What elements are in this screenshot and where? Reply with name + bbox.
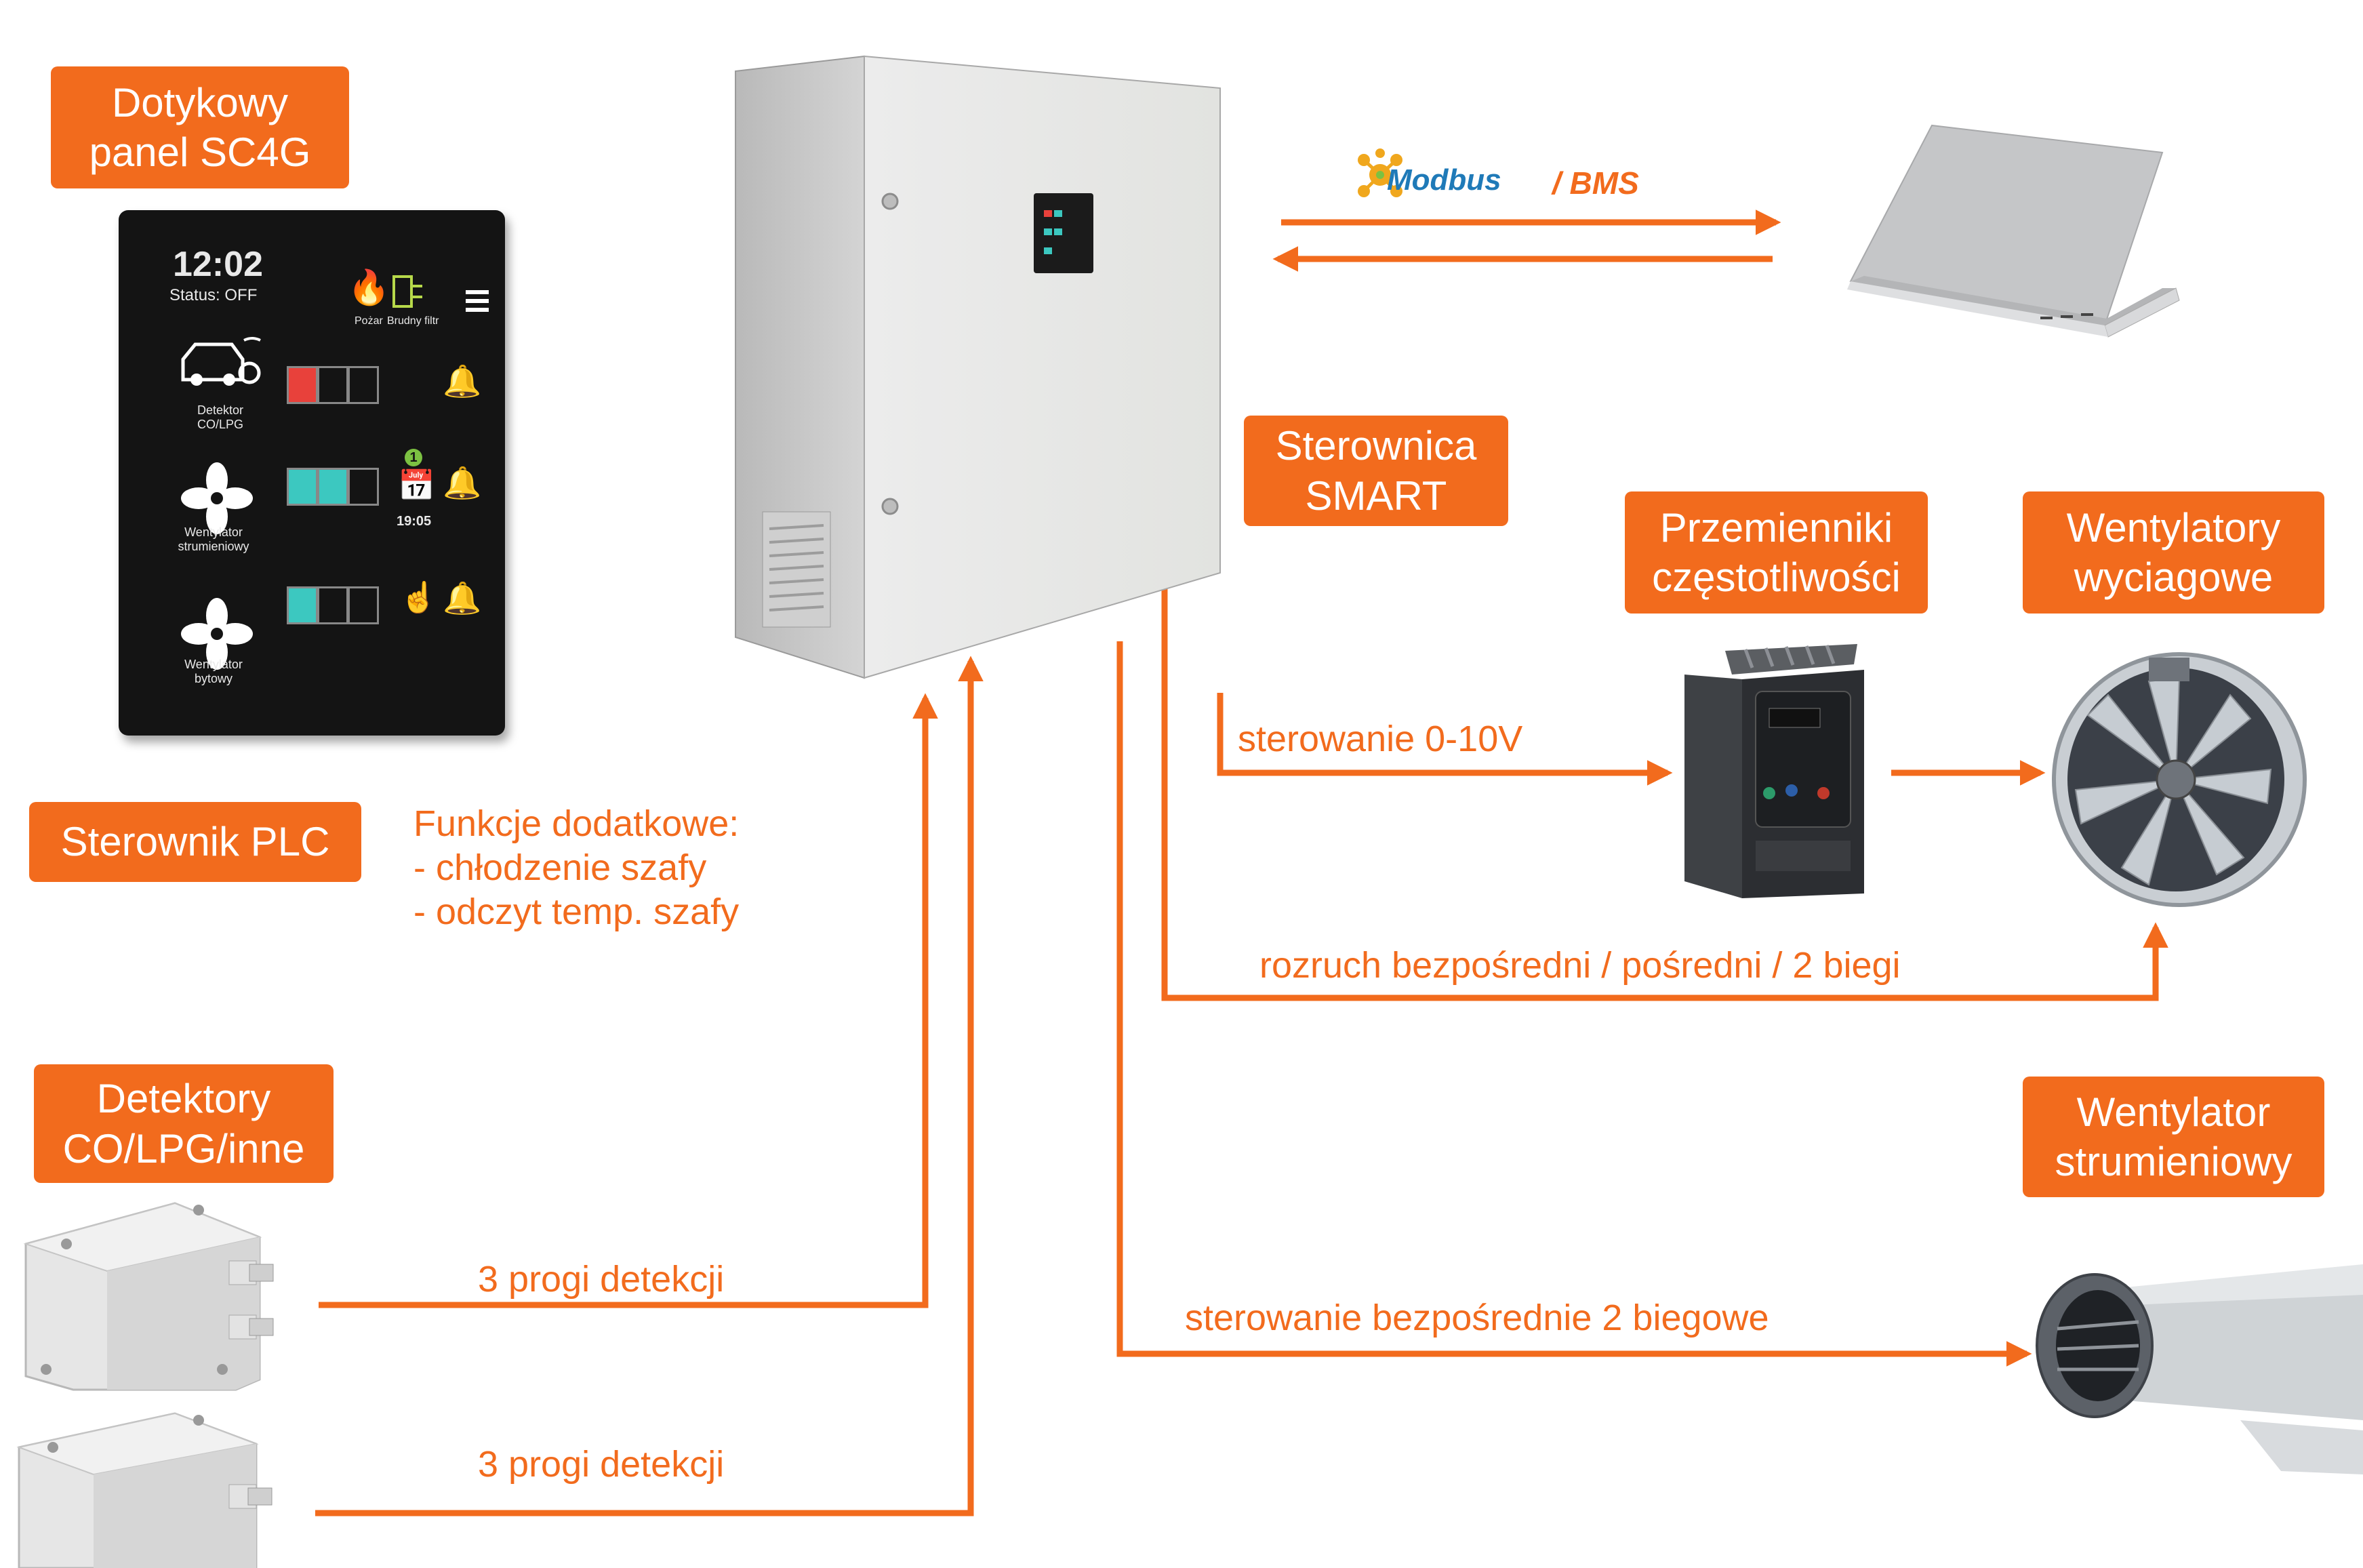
row1-indicator-3: [348, 366, 379, 404]
wire-detector-1: [319, 693, 938, 1308]
jet-fan-tag: Wentylator strumieniowy: [2023, 1077, 2324, 1197]
jet-fan: [2036, 1264, 2363, 1474]
schedule-time: 19:05: [397, 514, 432, 529]
fire-icon: 🔥: [348, 268, 390, 306]
exhaust-fans-tag: Wentylatory wyciagowe: [2023, 491, 2324, 614]
row3-indicator-2: [317, 586, 348, 624]
panel-status: Status: OFF: [169, 286, 258, 304]
row3-indicator-1: [287, 586, 318, 624]
panel-time: 12:02: [173, 245, 263, 284]
car-detector-icon: [181, 337, 261, 386]
direct-control-label: sterowanie bezpośrednie 2 biegowe: [1185, 1298, 1769, 1338]
row1-label: Detektor CO/LPG: [197, 403, 244, 431]
functions-title: Funkcje dodatkowe:: [413, 803, 740, 844]
wire-direct-start: [1161, 588, 2168, 1001]
control-cabinet: [735, 55, 1221, 679]
gas-detector-2: [16, 1412, 272, 1568]
touch-hand-icon[interactable]: ☝: [400, 581, 437, 614]
detection-label-1: 3 progi detekcji: [478, 1259, 725, 1300]
schedule-badge: 1: [405, 449, 422, 466]
panel-filter-label: Brudny filtr: [387, 315, 439, 327]
filter-icon: [392, 275, 422, 308]
row1-indicator-2: [317, 366, 348, 404]
gas-detector-1: [23, 1202, 274, 1391]
inverters-tag: Przemienniki częstotliwości: [1625, 491, 1928, 614]
bms-label: / BMS: [1552, 165, 1639, 201]
wire-detector-2: [315, 656, 984, 1516]
function-item-cooling: - chłodzenie szafy: [413, 847, 707, 888]
alarm-bell-icon[interactable]: 🔔: [443, 363, 482, 399]
frequency-inverter: [1684, 644, 1864, 898]
modbus-logo-icon: [1358, 148, 1402, 197]
wire-0-10v: [1217, 693, 1673, 786]
direct-start-label: rozruch bezpośredni / pośredni / 2 biegi: [1259, 945, 1901, 986]
row2-indicator-1: [287, 468, 318, 506]
wire-jet-fan: [1116, 641, 2032, 1367]
alarm-bell-icon[interactable]: 🔔: [443, 580, 482, 616]
calendar-icon[interactable]: 📅: [398, 469, 435, 502]
fan-icon: [181, 598, 253, 670]
row3-indicator-3: [348, 586, 379, 624]
panel-fire-label: Pożar: [355, 315, 383, 327]
plc-tag: Sterownik PLC: [29, 802, 361, 882]
modbus-label: Modbus: [1387, 163, 1501, 197]
row1-indicator-1: [287, 366, 318, 404]
laptop: [1847, 124, 2180, 338]
row2-indicator-3: [348, 468, 379, 506]
row3-label: Wentylator bytowy: [184, 658, 243, 685]
row2-indicator-2: [317, 468, 348, 506]
fan-icon: [181, 462, 253, 534]
alarm-bell-icon[interactable]: 🔔: [443, 465, 482, 500]
row2-label: Wentylator strumieniowy: [178, 525, 249, 553]
control-0-10v-label: sterowanie 0-10V: [1238, 719, 1523, 759]
touch-panel-tag: Dotykowy panel SC4G: [51, 66, 349, 188]
controller-tag: Sterownica SMART: [1244, 416, 1508, 526]
menu-icon[interactable]: [466, 290, 489, 312]
function-item-temp: - odczyt temp. szafy: [413, 891, 740, 932]
exhaust-fan: [2052, 652, 2307, 907]
detectors-tag: Detektory CO/LPG/inne: [34, 1064, 334, 1183]
detection-label-2: 3 progi detekcji: [478, 1444, 725, 1485]
touch-panel-device: 12:02 Status: OFF 🔥 Pożar Brudny filtr D…: [119, 210, 505, 736]
